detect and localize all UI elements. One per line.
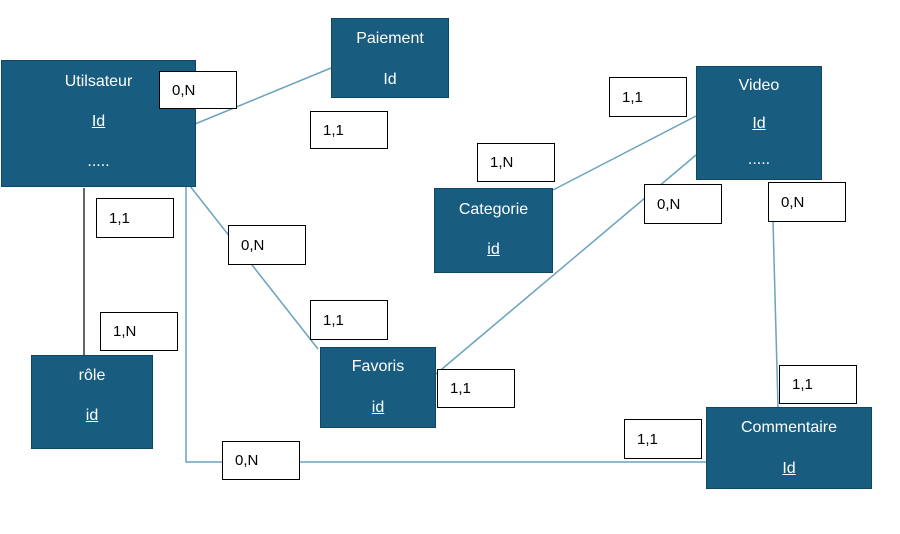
cardinality-categorie-video: 1,N	[477, 143, 555, 182]
entity-name: rôle	[78, 367, 106, 384]
entity-name: Utilsateur	[64, 73, 133, 90]
cardinality-role-utilisateur: 1,N	[100, 312, 178, 351]
entity-key: Id	[91, 113, 106, 130]
entity-name: Paiement	[356, 30, 424, 47]
cardinality-video-commentaire: 0,N	[768, 182, 846, 222]
cardinality-favoris-video: 1,1	[437, 369, 515, 408]
cardinality-commentaire-utilisateur: 1,1	[624, 419, 702, 459]
entity-more: .....	[747, 151, 771, 168]
edge-utilisateur-favoris	[189, 185, 319, 350]
cardinality-favoris-utilisateur: 1,1	[310, 300, 388, 340]
entity-more: .....	[87, 153, 110, 170]
entity-categorie[interactable]: Categorie id	[434, 188, 553, 273]
entity-video[interactable]: Video Id .....	[696, 66, 822, 180]
entity-key: Id	[383, 71, 397, 88]
cardinality-video-favoris: 0,N	[644, 184, 722, 224]
entity-key: Id	[782, 460, 796, 477]
edge-categorie-video	[552, 115, 697, 191]
cardinality-commentaire-video: 1,1	[779, 365, 857, 404]
cardinality-utilisateur-paiement: 0,N	[159, 71, 237, 109]
cardinality-paiement-utilisateur: 1,1	[310, 111, 388, 149]
edge-video-commentaire	[772, 220, 779, 408]
cardinality-utilisateur-favoris: 0,N	[228, 225, 306, 265]
cardinality-utilisateur-role: 1,1	[96, 198, 174, 238]
cardinality-video-categorie: 1,1	[609, 77, 687, 117]
entity-key: id	[487, 241, 500, 258]
entity-key: id	[85, 407, 99, 424]
entity-commentaire[interactable]: Commentaire Id	[706, 407, 872, 489]
entity-name: Video	[738, 77, 780, 94]
entity-name: Commentaire	[740, 419, 838, 436]
entity-name: Categorie	[458, 201, 529, 218]
entity-favoris[interactable]: Favoris id	[320, 347, 436, 428]
cardinality-utilisateur-commentaire: 0,N	[222, 441, 300, 480]
entity-name: Favoris	[351, 358, 405, 375]
entity-paiement[interactable]: Paiement Id	[331, 18, 449, 98]
entity-role[interactable]: rôle id	[31, 355, 153, 449]
entity-key: id	[371, 399, 385, 416]
entity-key: Id	[752, 115, 766, 132]
edge-utilisateur-paiement	[194, 67, 332, 125]
edge-utilisateur-commentaire	[185, 186, 706, 463]
